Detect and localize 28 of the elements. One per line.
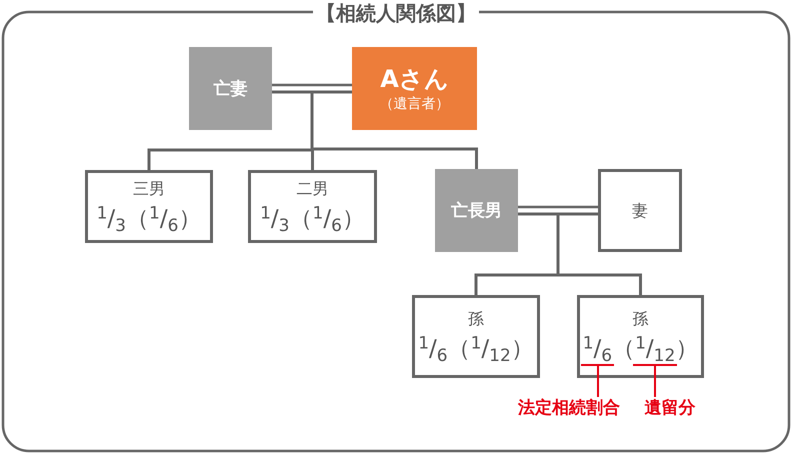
role-note: （遺言者） [380, 94, 450, 112]
person-box [412, 295, 540, 378]
person-box [189, 47, 272, 130]
person-box [435, 169, 518, 252]
person-name: 亡妻 [214, 78, 248, 98]
person-box [577, 295, 704, 378]
leader-line [580, 364, 615, 398]
person-name: 三男 [133, 179, 165, 199]
inheritance-share: $^{1}$/$_{6}$（$^{1}$/$_{12}$） [418, 336, 534, 364]
title: 【相続人関係図】 [313, 0, 479, 26]
person-name: 亡長男 [451, 200, 502, 220]
inheritance-share: $^{1}$/$_{6}$（$^{1}$/$_{12}$） [582, 336, 698, 364]
person-box [598, 169, 682, 252]
person-box [85, 170, 213, 243]
person-name: 孫 [468, 309, 484, 329]
person-box [352, 47, 477, 130]
person-name: 孫 [632, 309, 648, 329]
person-name: Aさん [380, 64, 449, 92]
family-line [310, 90, 478, 169]
person-box [248, 170, 377, 243]
annotation-label: 法定相続割合 [513, 397, 625, 419]
inheritance-share: $^{1}$/$_{3}$（$^{1}$/$_{6}$） [260, 206, 365, 234]
person-name: 二男 [296, 179, 328, 199]
leader-line [632, 364, 678, 398]
family-line [556, 212, 642, 295]
inheritance-share: $^{1}$/$_{3}$（$^{1}$/$_{6}$） [96, 206, 202, 234]
annotation-label: 遺留分 [638, 397, 702, 419]
person-name: 妻 [632, 200, 648, 220]
